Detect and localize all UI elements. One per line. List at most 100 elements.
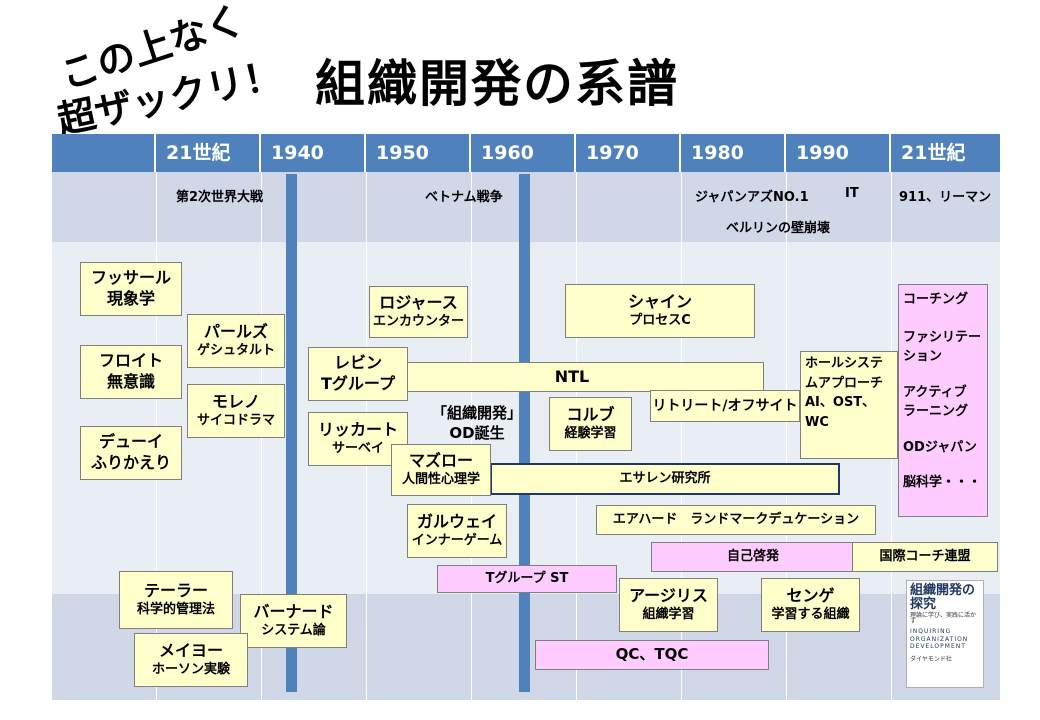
box-sub: Tグループ bbox=[321, 374, 395, 393]
box-name: アージリス bbox=[629, 586, 708, 606]
trend-item: ラーニング bbox=[903, 404, 969, 420]
box-sub: システム論 bbox=[261, 622, 326, 638]
column-divider bbox=[786, 172, 787, 700]
box-coach-federation: 国際コーチ連盟 bbox=[852, 542, 998, 572]
box-label: エサレン研究所 bbox=[619, 470, 711, 486]
box-name: センゲ bbox=[786, 586, 835, 606]
box-esalen: エサレン研究所 bbox=[490, 463, 840, 495]
od-birth-line2: OD誕生 bbox=[449, 423, 505, 442]
event-ww2: 第2次世界大戦 bbox=[176, 190, 264, 205]
box-sub: インナーゲーム bbox=[411, 532, 503, 548]
box-label: 自己啓発 bbox=[726, 548, 779, 564]
box-perls: パールズ ゲシュタルト bbox=[187, 314, 285, 368]
event-berlin: ベルリンの壁崩壊 bbox=[726, 221, 831, 236]
book-title-line2: 探究 bbox=[910, 597, 937, 613]
box-moreno: モレノ サイコドラマ bbox=[187, 384, 285, 438]
box-freud: フロイト 無意識 bbox=[80, 345, 182, 399]
box-sub: ホーソン実験 bbox=[151, 661, 230, 677]
box-label: Tグループ ST bbox=[485, 570, 569, 586]
box-galway: ガルウェイ インナーゲーム bbox=[407, 504, 507, 558]
event-it: IT bbox=[845, 186, 859, 201]
box-rogers: ロジャース エンカウンター bbox=[369, 286, 468, 338]
box-maslow: マズロー 人間性心理学 bbox=[391, 444, 491, 496]
column-divider bbox=[681, 172, 682, 700]
box-name: モレノ bbox=[211, 392, 260, 412]
timeline-era: 1960 bbox=[471, 134, 576, 172]
box-name: バーナード bbox=[253, 602, 334, 622]
trend-item: ション bbox=[903, 349, 943, 365]
book-publisher: ダイヤモンド社 bbox=[910, 656, 952, 664]
timeline-era: 1950 bbox=[366, 134, 471, 172]
book-english-title: INQUIRING ORGANIZATION DEVELOPMENT bbox=[910, 627, 969, 651]
box-argyris: アージリス 組織学習 bbox=[619, 578, 718, 632]
box-sub: 経験学習 bbox=[564, 425, 617, 441]
box-sub: ふりかえり bbox=[90, 453, 171, 472]
book-subtitle: 理論に学び、実践に活かす bbox=[910, 611, 977, 626]
box-sub: 科学的管理法 bbox=[136, 601, 215, 617]
whole-system-line: ホールシステ bbox=[805, 356, 884, 371]
whole-system-line: AI、OST、 bbox=[805, 395, 876, 411]
box-sub: エンカウンター bbox=[372, 313, 464, 329]
box-name: メイヨー bbox=[158, 641, 223, 661]
box-label: エアハード ランドマークデュケーション bbox=[612, 511, 860, 527]
box-sub: 学習する組織 bbox=[771, 606, 850, 622]
trend-item: アクティブ bbox=[903, 384, 967, 400]
box-sub: プロセスC bbox=[629, 312, 691, 328]
timeline-era: 21世紀 bbox=[901, 142, 966, 164]
book-title-line1: 組織開発の bbox=[910, 583, 976, 598]
column-divider bbox=[471, 172, 472, 700]
box-qc: QC、TQC bbox=[535, 640, 769, 670]
box-name: ロジャース bbox=[379, 293, 458, 313]
vietnam-bar bbox=[519, 174, 530, 692]
box-sub: 組織学習 bbox=[642, 606, 695, 622]
timeline-era: 1990 bbox=[786, 134, 891, 172]
box-lewin: レビン Tグループ bbox=[308, 347, 408, 401]
box-barnard: バーナード システム論 bbox=[240, 594, 347, 648]
box-schein: シャイン プロセスC bbox=[565, 284, 755, 338]
box-name: コルブ bbox=[566, 405, 615, 425]
box-name: テーラー bbox=[143, 581, 208, 601]
box-retreat: リトリート/オフサイト bbox=[650, 390, 800, 422]
box-whole-system: ホールシステ ムアプローチ AI、OST、 WC bbox=[800, 351, 898, 459]
timeline-era: 1970 bbox=[576, 134, 681, 172]
box-senge: センゲ 学習する組織 bbox=[761, 578, 860, 632]
whole-system-line: ムアプローチ bbox=[805, 375, 884, 391]
box-label: QC、TQC bbox=[615, 645, 689, 664]
whole-system-line: WC bbox=[805, 414, 829, 430]
box-dewey: デューイ ふりかえり bbox=[80, 426, 182, 480]
box-taylor: テーラー 科学的管理法 bbox=[119, 571, 233, 629]
trend-item: コーチング bbox=[903, 292, 969, 307]
od-birth-line1: 「組織開発」 bbox=[432, 404, 523, 422]
box-label: リトリート/オフサイト bbox=[652, 397, 798, 414]
box-name: マズロー bbox=[408, 451, 473, 471]
event-911: 911、リーマン bbox=[899, 190, 992, 205]
box-name: シャイン bbox=[627, 292, 692, 312]
box-ntl: NTL bbox=[380, 362, 764, 392]
box-name: フッサール bbox=[90, 268, 171, 288]
box-trends: コーチング ファシリテー ション アクティブ ラーニング ODジャパン 脳科学・… bbox=[898, 284, 988, 517]
box-label: 国際コーチ連盟 bbox=[879, 548, 971, 564]
box-sub: ゲシュタルト bbox=[196, 342, 275, 358]
timeline-blank bbox=[52, 134, 156, 172]
box-name: デューイ bbox=[98, 432, 163, 452]
trend-item: ODジャパン bbox=[903, 439, 977, 455]
box-tgroup-st: Tグループ ST bbox=[437, 565, 617, 593]
box-husserl: フッサール 現象学 bbox=[80, 262, 182, 316]
box-likert: リッカート サーベイ bbox=[308, 412, 408, 466]
box-name: パールズ bbox=[203, 322, 268, 342]
ww2-bar bbox=[286, 174, 297, 692]
box-mayo: メイヨー ホーソン実験 bbox=[134, 633, 248, 687]
box-name: ガルウェイ bbox=[416, 512, 497, 532]
box-sub: 無意識 bbox=[106, 372, 155, 391]
event-vietnam: ベトナム戦争 bbox=[425, 190, 503, 205]
box-name: レビン bbox=[333, 353, 382, 373]
box-label: NTL bbox=[554, 366, 590, 386]
box-sub: 現象学 bbox=[106, 289, 155, 308]
page-title: 組織開発の系譜 bbox=[315, 55, 679, 113]
trend-item: 脳科学・・・ bbox=[903, 475, 982, 491]
trend-item: ファシリテー bbox=[903, 329, 982, 345]
timeline-era: 1980 bbox=[681, 134, 786, 172]
timeline-era: 1940 bbox=[261, 134, 366, 172]
box-self-development: 自己啓発 bbox=[651, 542, 855, 572]
box-sub: サーベイ bbox=[331, 440, 384, 456]
